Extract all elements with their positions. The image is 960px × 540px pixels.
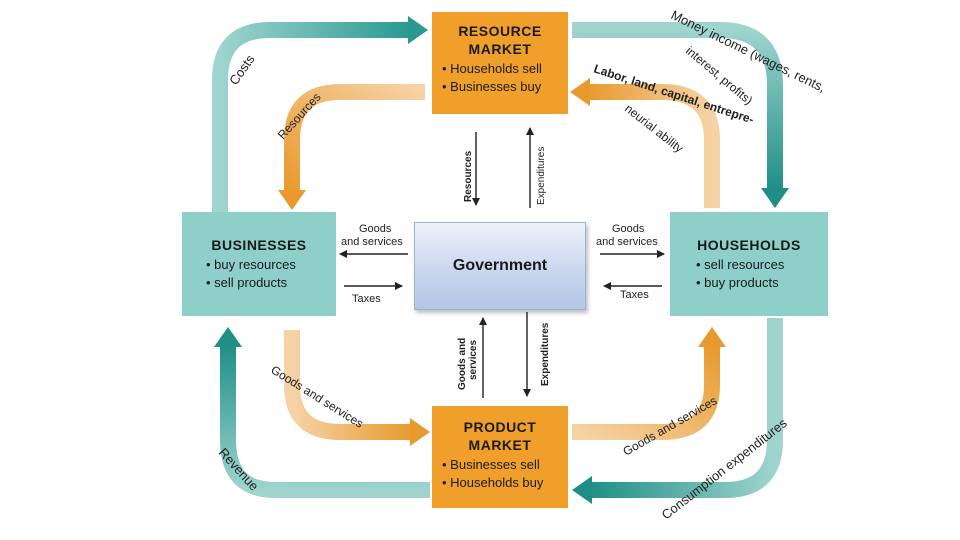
revenue-arrowhead (214, 327, 242, 347)
gov-taxes-right-label: Taxes (620, 289, 649, 301)
resource-market-bullet-2: • Businesses buy (442, 79, 542, 94)
households-box: HOUSEHOLDS • sell resources • buy produc… (670, 212, 828, 316)
businesses-box: BUSINESSES • buy resources • sell produc… (182, 212, 336, 316)
gov-taxes-left-label: Taxes (352, 293, 381, 305)
businesses-title: BUSINESSES (211, 237, 307, 253)
money-income-arrow (572, 22, 783, 190)
government-box: Government (414, 222, 586, 310)
gov-goods-left-label-1: Goods (359, 223, 392, 235)
product-market-bullet-1: • Businesses sell (442, 457, 540, 472)
consumption-arrowhead (572, 476, 592, 504)
resources-flow-arrowhead (278, 190, 306, 210)
resource-market-bullet-1: • Households sell (442, 61, 542, 76)
government-title: Government (452, 257, 548, 274)
neurial-ability-label: neurial ability (622, 101, 686, 155)
costs-arrow (212, 22, 410, 214)
revenue-arrow (220, 345, 430, 498)
resources-flow-arrow (284, 84, 425, 192)
gov-goods-down-label-2: services (468, 340, 479, 380)
product-market-bullet-2: • Households buy (442, 475, 544, 490)
product-market-box: PRODUCT MARKET • Businesses sell • House… (432, 406, 568, 508)
gov-goods-down-label-1: Goods and (457, 338, 468, 390)
product-market-title-2: MARKET (468, 437, 532, 453)
households-title: HOUSEHOLDS (697, 237, 801, 253)
goods-services-right-arrowhead (698, 327, 726, 347)
gov-goods-left-label-2: and services (341, 236, 403, 248)
goods-services-left-arrow (284, 330, 412, 440)
gov-goods-right-label-2: and services (596, 236, 658, 248)
labor-flow-arrowhead (570, 78, 590, 106)
money-income-arrowhead (761, 188, 789, 208)
gov-resources-label: Resources (463, 150, 474, 202)
households-bullet-1: • sell resources (696, 257, 785, 272)
costs-arrowhead (408, 16, 428, 44)
gov-expenditures-down-label: Expenditures (540, 322, 551, 386)
households-bullet-2: • buy products (696, 275, 779, 290)
gov-goods-right-label-1: Goods (612, 223, 645, 235)
labor-flow-arrow (588, 84, 720, 208)
resource-market-title-2: MARKET (468, 41, 532, 57)
consumption-arrow (590, 318, 783, 498)
gov-expenditures-up-label: Expenditures (536, 147, 547, 205)
resource-market-box: RESOURCE MARKET • Households sell • Busi… (432, 12, 568, 114)
businesses-bullet-1: • buy resources (206, 257, 296, 272)
goods-services-left-arrowhead (410, 418, 430, 446)
goods-services-right-arrow (572, 345, 720, 440)
resource-market-title-1: RESOURCE (458, 23, 542, 39)
businesses-bullet-2: • sell products (206, 275, 288, 290)
product-market-title-1: PRODUCT (463, 419, 537, 435)
